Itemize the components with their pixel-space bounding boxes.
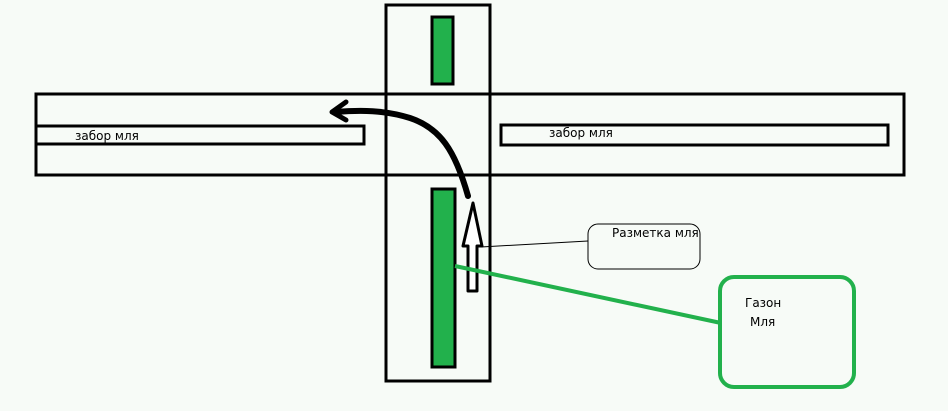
fence-left	[34, 124, 366, 146]
fence-right-label: забор мля	[549, 126, 613, 140]
marking-callout-leader	[480, 240, 589, 248]
turn-left-arrowhead	[329, 99, 349, 123]
median-lawn-top	[430, 15, 455, 86]
lawn-callout-label-1: Газон	[745, 296, 781, 310]
lane-marking-arrow	[461, 201, 484, 293]
vertical-road	[384, 3, 492, 383]
lawn-callout-label-2: Мля	[750, 315, 775, 329]
median-lawn-bottom	[430, 187, 457, 369]
marking-callout-label: Разметка мля	[612, 226, 699, 240]
turn-left-arrow	[333, 107, 471, 199]
marking-callout	[587, 223, 701, 270]
fence-right	[499, 123, 890, 147]
fence-left-label: забор мля	[75, 129, 139, 143]
lawn-callout	[718, 275, 856, 389]
lawn-callout-leader	[454, 264, 722, 325]
